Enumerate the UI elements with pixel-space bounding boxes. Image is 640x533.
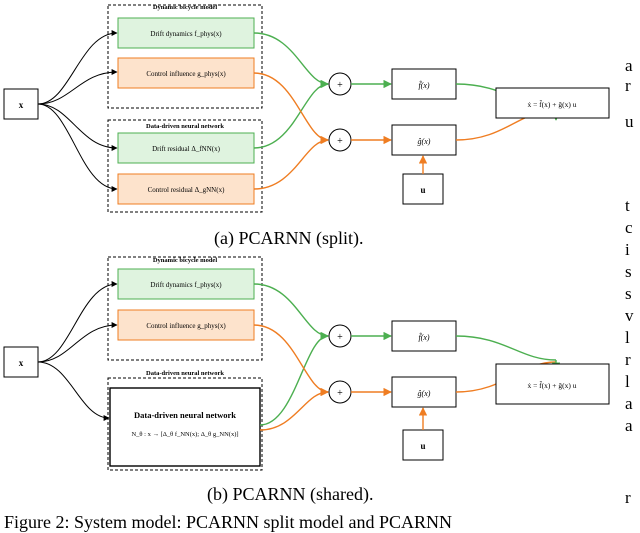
control-residual-box-a: [117, 173, 255, 205]
shared-nn-formula-b: N_θ : x → [Δ_θ f_NN(x); Δ_θ g_NN(x)]: [131, 431, 238, 438]
group-title-nn-a: Data-driven neural network: [146, 123, 224, 130]
arrow-fhat-to-output-b: [455, 335, 557, 361]
side-text-11: r: [625, 350, 631, 369]
fhat-label-a: f̂(x): [418, 79, 429, 90]
control-influence-box-a: [117, 57, 255, 89]
group-title-nn-b: Data-driven neural network: [146, 370, 224, 377]
fhat-label-b: f̂(x): [418, 331, 429, 342]
arrow-x-to-control-res-a: [37, 103, 118, 192]
panel-b: Dynamic bicycle model Data-driven neural…: [3, 256, 610, 471]
drift-residual-box-a: [117, 132, 255, 164]
caption-panel-a: (a) PCARNN (split).: [214, 228, 364, 248]
arrow-control-to-sum2-b: [253, 324, 329, 397]
drift-residual-label-a: Drift residual Δ_fNN(x): [152, 145, 221, 153]
u-label-a: u: [420, 185, 425, 195]
output-box-a: [495, 87, 610, 119]
arrow-drift-to-sum1-a: [253, 32, 329, 89]
drift-dynamics-box-b: [117, 268, 255, 300]
arrow-x-to-nn-b: [37, 361, 110, 421]
sum-symbol-f-b: +: [337, 332, 343, 343]
side-text-6: i: [625, 240, 630, 259]
u-label-b: u: [420, 441, 425, 451]
side-text-8: s: [625, 284, 632, 303]
input-x-label-b: x: [19, 358, 24, 368]
side-text-4: t: [625, 196, 630, 215]
arrow-control-to-sum2-a: [253, 72, 329, 145]
group-title-dynamic-b: Dynamic bicycle model: [153, 257, 217, 264]
input-x-box-a: [3, 88, 39, 120]
output-equation-b: ẋ = f̂(x) + ĝ(x) u: [527, 379, 576, 390]
arrow-control-res-to-sum2-a: [253, 135, 329, 190]
side-text-2: r: [625, 76, 631, 95]
arrow-x-to-control-a: [37, 69, 118, 105]
fhat-box-b: [391, 320, 457, 352]
arrow-x-to-drift-b: [37, 281, 118, 363]
caption-panel-b: (b) PCARNN (shared).: [207, 484, 374, 504]
output-equation-a: ẋ = f̂(x) + ĝ(x) u: [527, 98, 576, 109]
group-box-nn-b: [107, 377, 263, 471]
ghat-box-b: [391, 376, 457, 408]
ghat-label-a: ĝ(x): [418, 137, 431, 146]
group-title-dynamic-a: Dynamic bicycle model: [153, 4, 217, 11]
arrow-x-to-drift-a: [37, 30, 118, 105]
side-text-1: a: [625, 56, 633, 75]
arrow-nn-to-sum1-b: [259, 331, 329, 426]
drift-dynamics-label-b: Drift dynamics f_phys(x): [150, 281, 222, 289]
control-residual-label-a: Control residual Δ_gNN(x): [148, 186, 225, 194]
arrow-drift-to-sum1-b: [253, 283, 329, 341]
sum-symbol-f-a: +: [337, 80, 343, 91]
side-text-3: u: [625, 112, 634, 131]
side-text-12: l: [625, 372, 630, 391]
arrow-x-to-control-b: [37, 322, 118, 363]
side-text-10: l: [625, 328, 630, 347]
output-box-b: [495, 363, 610, 405]
side-text-15: r: [625, 488, 631, 507]
control-influence-label-b: Control influence g_phys(x): [146, 322, 226, 330]
sum-symbol-g-a: +: [337, 136, 343, 147]
drift-dynamics-label-a: Drift dynamics f_phys(x): [150, 30, 222, 38]
side-text-14: a: [625, 416, 633, 435]
ghat-label-b: ĝ(x): [418, 389, 431, 398]
side-text-13: a: [625, 394, 633, 413]
side-text-9: v: [625, 306, 634, 325]
group-box-dynamic-a: [107, 4, 263, 109]
input-x-label-a: x: [19, 100, 24, 110]
shared-nn-box-b: [109, 387, 261, 467]
group-box-nn-a: [107, 119, 263, 213]
u-box-a: [402, 173, 444, 205]
side-text-5: c: [625, 218, 633, 237]
arrow-nn-to-sum2-b: [259, 387, 329, 431]
arrow-drift-res-to-sum1-a: [253, 79, 329, 149]
sum-symbol-g-b: +: [337, 388, 343, 399]
arrow-x-to-drift-res-a: [37, 103, 118, 151]
side-text-7: s: [625, 262, 632, 281]
u-box-b: [402, 429, 444, 461]
panel-a: Dynamic bicycle model Data-driven neural…: [3, 4, 610, 213]
shared-nn-title-b: Data-driven neural network: [134, 410, 236, 420]
control-influence-label-a: Control influence g_phys(x): [146, 70, 226, 78]
group-box-dynamic-b: [107, 256, 263, 361]
figure-caption: Figure 2: System model: PCARNN split mod…: [4, 512, 453, 532]
